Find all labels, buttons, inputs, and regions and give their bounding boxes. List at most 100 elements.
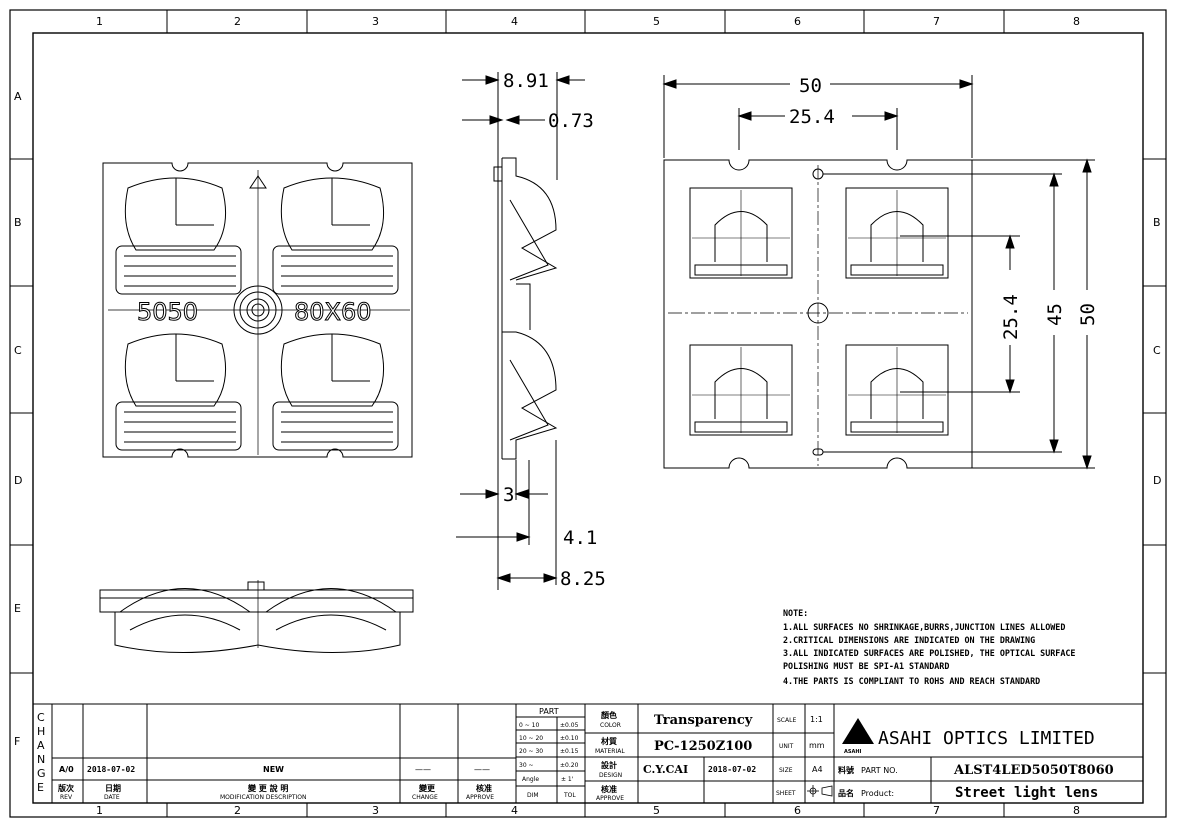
projection-symbol-icon	[807, 785, 833, 797]
color-cn: 顏色	[600, 710, 617, 720]
zone-col-2-bottom: 2	[234, 804, 241, 817]
tol-value-4: ±0.20	[560, 762, 579, 769]
dim-back-pitch-y: 25.4	[1000, 294, 1022, 340]
head-rev: REV	[60, 794, 73, 801]
approve-label: APPROVE	[596, 795, 624, 802]
head-desc: MODIFICATION DESCRIPTION	[220, 794, 307, 801]
zone-col-4-top: 4	[511, 15, 518, 28]
zone-col-6-top: 6	[794, 15, 801, 28]
head-change: CHANGE	[412, 794, 438, 801]
zone-col-7-top: 7	[933, 15, 940, 28]
zone-row-b-right: B	[1153, 216, 1161, 229]
company-name: ASAHI OPTICS LIMITED	[878, 728, 1095, 749]
back-view	[663, 159, 973, 469]
zone-col-5-bottom: 5	[653, 804, 660, 817]
tol-value-3: ±0.15	[560, 748, 579, 755]
dim-back-pitch-x: 25.4	[789, 106, 835, 128]
head-rev-cn: 版次	[57, 783, 74, 793]
tol-value-2: ±0.10	[560, 735, 579, 742]
dim-side-tip: 0.73	[548, 110, 594, 132]
zone-labels: 1 2 3 4 5 6 7 8 1 2 3 4 5 6 7 8 A B C D …	[14, 15, 1161, 817]
material-label: MATERIAL	[595, 748, 625, 755]
dim-side-base: 4.1	[563, 527, 597, 549]
tol-range-1: 0 ~ 10	[519, 722, 539, 729]
rev-approve-value: ——	[474, 765, 490, 774]
dim-back-hole: 45	[1044, 303, 1066, 326]
zone-col-5-top: 5	[653, 15, 660, 28]
tol-foot-dim: DIM	[527, 792, 539, 799]
color-label: COLOR	[600, 722, 621, 729]
head-date-cn: 日期	[105, 783, 121, 793]
zone-row-f-left: F	[14, 735, 20, 748]
front-lens-bottom-left	[115, 333, 242, 451]
zone-columns	[10, 10, 1166, 817]
notes-title: NOTE:	[783, 608, 808, 618]
zone-row-c-right: C	[1153, 344, 1161, 357]
zone-col-8-bottom: 8	[1073, 804, 1080, 817]
rev-value: A/0	[59, 765, 74, 774]
note-line-3: 3.ALL INDICATED SURFACES ARE POLISHED, T…	[783, 648, 1075, 658]
zone-row-c-left: C	[14, 344, 22, 357]
tol-foot-tol: TOL	[563, 792, 576, 799]
scale-value: 1:1	[810, 715, 823, 724]
part-no-value: ALST4LED5050T8060	[953, 763, 1114, 778]
zone-row-e-left: E	[14, 602, 21, 615]
dim-side-overall-bottom: 8.25	[560, 568, 606, 590]
front-right-label: 80X60	[294, 298, 372, 326]
front-lens-top-right	[272, 177, 399, 295]
material-cn: 材質	[601, 736, 617, 746]
title-block-lines	[33, 703, 1143, 803]
notes-block: NOTE: 1.ALL SURFACES NO SHRINKAGE,BURRS,…	[783, 608, 1075, 686]
change-letter-g: G	[37, 767, 46, 780]
change-letter-a: A	[37, 739, 45, 752]
product-cn: 品名	[838, 788, 854, 798]
sheet-label: SHEET	[776, 790, 796, 797]
tol-range-4: 30 ~	[519, 762, 534, 769]
zone-col-3-bottom: 3	[372, 804, 379, 817]
back-cell-top-left	[689, 187, 793, 279]
back-cell-bottom-left	[689, 344, 793, 436]
tol-range-2: 10 ~ 20	[519, 735, 543, 742]
change-letter-e: E	[37, 781, 44, 794]
zone-col-3-top: 3	[372, 15, 379, 28]
change-side-label: C H A N G E	[37, 711, 46, 794]
unit-value: mm	[809, 741, 825, 750]
zone-col-1-top: 1	[96, 15, 103, 28]
color-value: Transparency	[654, 713, 753, 728]
company-logo: ASAHI	[842, 718, 874, 755]
zone-col-4-bottom: 4	[511, 804, 518, 817]
head-desc-cn: 變 更 說 明	[247, 783, 288, 793]
zone-row-b-left: B	[14, 216, 22, 229]
zone-row-a-left: A	[14, 90, 22, 103]
side-view	[493, 157, 558, 460]
front-lens-bottom-right	[272, 333, 399, 451]
part-no-label: PART NO.	[861, 766, 898, 775]
back-cell-top-right	[845, 187, 949, 279]
note-line-2: 2.CRITICAL DIMENSIONS ARE INDICATED ON T…	[783, 635, 1035, 645]
zone-col-8-top: 8	[1073, 15, 1080, 28]
rev-description-value: NEW	[263, 765, 284, 774]
unit-label: UNIT	[779, 743, 794, 750]
design-date: 2018-07-02	[708, 765, 756, 774]
size-label: SIZE	[779, 767, 793, 774]
scale-label: SCALE	[777, 717, 796, 724]
tol-value-5: ± 1'	[561, 776, 574, 783]
lower-view	[99, 580, 414, 653]
approve-cn: 核准	[601, 784, 617, 794]
zone-row-d-right: D	[1153, 474, 1161, 487]
zone-col-7-bottom: 7	[933, 804, 940, 817]
dim-side-overall-top: 8.91	[503, 70, 549, 92]
head-approve-cn: 核准	[476, 783, 492, 793]
note-line-1: 1.ALL SURFACES NO SHRINKAGE,BURRS,JUNCTI…	[783, 622, 1065, 632]
side-dimensions	[456, 72, 585, 590]
tol-value-1: ±0.05	[560, 722, 579, 729]
inner-border	[32, 32, 1144, 804]
design-value: C.Y.CAI	[643, 763, 688, 776]
dim-back-width: 50	[799, 75, 822, 97]
change-letter-n: N	[37, 753, 45, 766]
product-value: Street light lens	[955, 785, 1098, 801]
zone-col-2-top: 2	[234, 15, 241, 28]
change-letter-c: C	[37, 711, 45, 724]
product-label: Product:	[861, 789, 894, 798]
